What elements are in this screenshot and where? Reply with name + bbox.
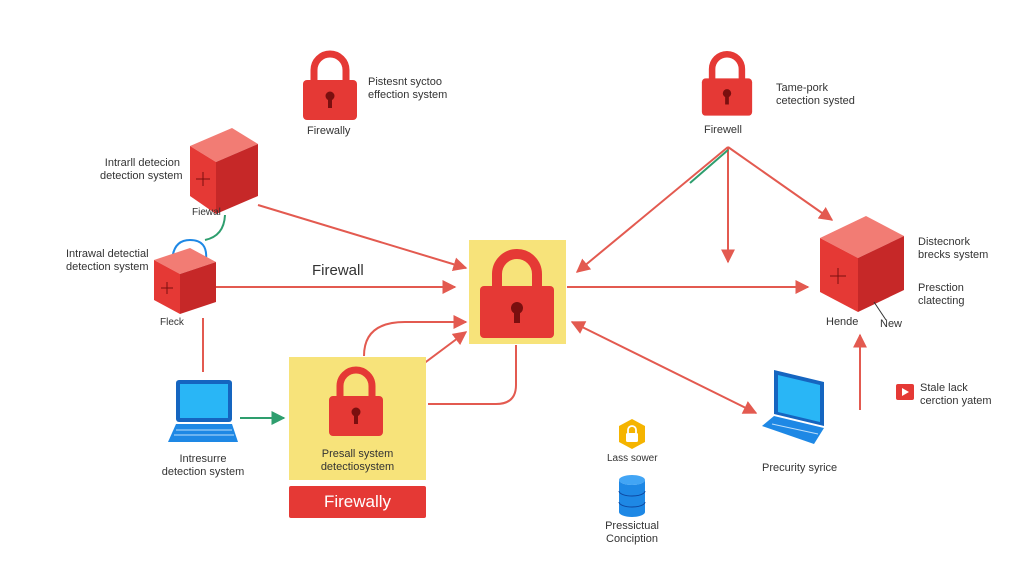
top-left-lock-label: Firewally [307,125,351,137]
lock-icon [619,419,645,449]
laptop-icon [762,370,824,444]
label-line: detection system [66,261,149,273]
play-icon [896,384,914,400]
label-line: Pressictual [605,520,659,532]
label-line: detectiosystem [320,461,395,473]
database-description: Pressictual Conciption [592,520,672,546]
edge-top-right-to-center [575,146,729,273]
laptop-left-description: Intresurre detection system [150,453,256,479]
firewall-arrow-label: Firewall [312,262,364,279]
edge-top-right-to-cube-right [727,146,834,221]
label-line: Distecnork [918,236,970,248]
label-line: Presction [918,282,964,294]
lock-icon [329,366,383,436]
label-line: detection system [161,466,245,478]
label-line: detection system [100,170,183,182]
label-line: Pistesnt syctoo [368,76,442,88]
cube-right-description-mid: Presction clatecting [918,282,964,308]
label-line: brecks system [918,249,989,261]
label-line: cetection systed [776,95,855,107]
cube-right-label-right: New [880,318,903,330]
cube-small-label: Fleck [160,317,184,328]
label-line: Tame-pork [776,82,828,94]
label-line: Intrawal detectial [66,248,149,260]
connector-stub [873,301,887,321]
cube-left-label: Fiewal [192,207,221,218]
edge-center-to-yellow [428,345,517,405]
cube-right-description-top: Distecnork brecks system [918,236,988,262]
small-lock-description: Lass sower [607,453,658,464]
edge-center-laptop-right [570,321,758,414]
laptop-icon [168,380,238,442]
label-line: Intresurre [179,453,227,465]
laptop-right-description: Precurity syrice [762,462,838,474]
edge-yellow-to-center-upper [363,315,468,357]
edge-green-top-right [689,149,729,184]
label-line: effection system [368,89,448,101]
label-line: clatecting [918,295,965,307]
lock-icon [701,51,753,116]
cube-icon [154,238,216,314]
edge-green-cube-left [204,214,226,241]
cube-right-label-left: Hende [826,316,859,328]
lock-icon [303,50,357,120]
cube-left-description: Intrarll detecion detection system [100,157,183,183]
database-icon [618,475,646,517]
top-right-lock-description: Tame-pork cetection systed [776,82,855,108]
cube-small-description: Intrawal detectial detection system [66,248,149,274]
label-line: Conciption [606,533,658,545]
label-line: Presall system [321,448,394,460]
label-line: Intrarll detecion [104,157,180,169]
top-left-lock-description: Pistesnt syctoo effection system [368,76,447,102]
cube-icon [820,216,904,312]
edge-cube-left-to-center [257,204,468,272]
firewall-banner: Firewally [289,486,426,518]
legend-description: Stale lack cerction yatem [920,382,992,408]
cube-icon [190,128,258,214]
lock-icon [480,249,554,338]
label-line: cerction yatem [920,395,992,407]
yellow-lock-description: Presall system detectiosystem [300,448,415,474]
label-line: Stale lack [920,382,968,394]
top-right-lock-label: Firewell [704,124,742,136]
